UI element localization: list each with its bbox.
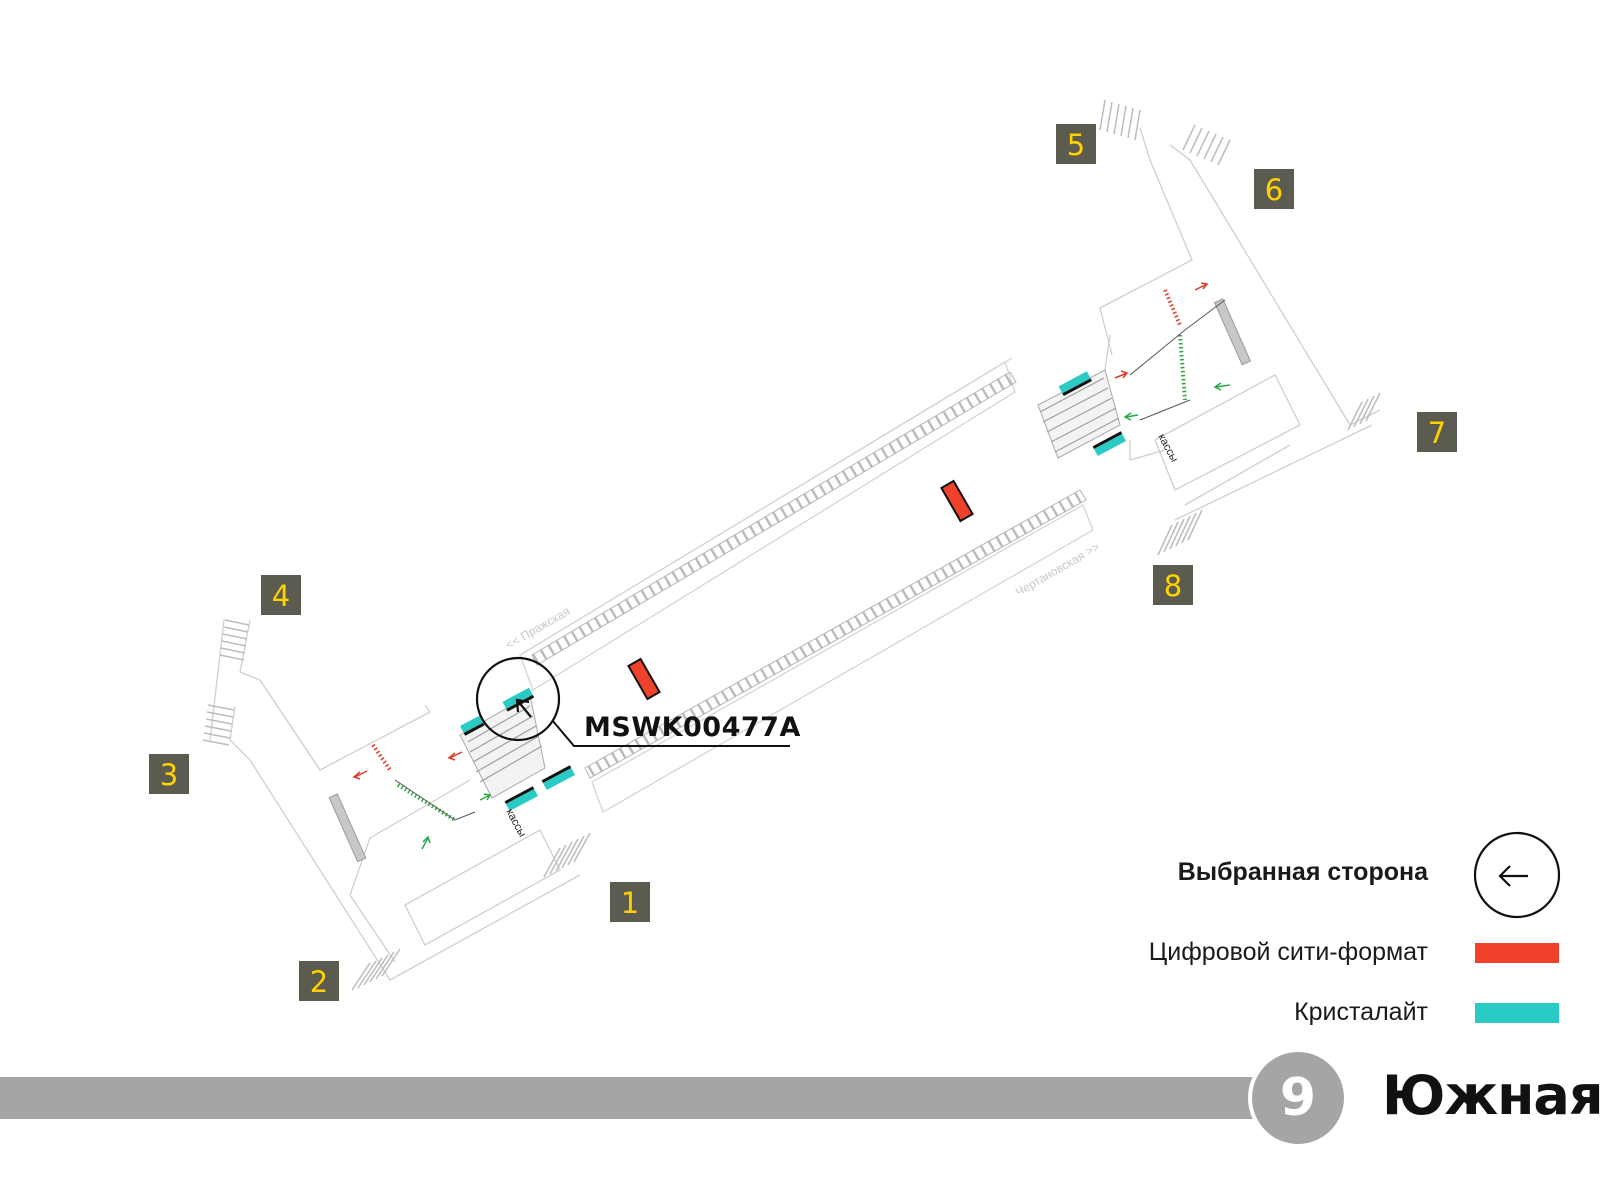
right-vestibule-walls — [1099, 127, 1381, 521]
line-number-circle — [1248, 1048, 1348, 1148]
crystalite-markers — [460, 371, 1127, 812]
exit-badge-8: 8 — [1153, 565, 1193, 605]
selected-location-marker — [475, 656, 790, 747]
metro-line-bar — [0, 1077, 1260, 1119]
exit-badge-3: 3 — [149, 754, 189, 794]
stairs-exit-5-6 — [1099, 99, 1231, 166]
turnstiles-right — [1129, 289, 1226, 421]
platform-hall — [519, 357, 1094, 813]
placement-code: MSWK00477A — [584, 712, 801, 743]
legend-crystalite-label: Кристалайт — [1294, 998, 1428, 1026]
stairs-exit-3-4 — [202, 619, 250, 746]
stairs-exit-1 — [543, 832, 591, 878]
bench-right — [1213, 298, 1252, 366]
digital-city-format-markers — [627, 479, 974, 701]
legend-selected-side-label: Выбранная сторона — [1177, 858, 1428, 886]
exit-badge-6: 6 — [1254, 169, 1294, 209]
stairs-exit-2 — [351, 948, 401, 991]
stairs-exit-7 — [1347, 392, 1381, 431]
line-number: 9 — [1279, 1068, 1317, 1128]
station-name: Южная — [1382, 1064, 1600, 1127]
escalators-right — [1037, 369, 1121, 459]
turnstiles-left — [371, 743, 476, 822]
bench-left — [328, 793, 367, 863]
legend-crystalite-swatch — [1475, 1003, 1559, 1023]
flow-arrows — [352, 282, 1231, 850]
exit-badge-2: 2 — [299, 961, 339, 1001]
exit-badge-1: 1 — [610, 882, 650, 922]
legend-digital-city-format-swatch — [1475, 943, 1559, 963]
legend-selected-side-icon — [1473, 831, 1561, 919]
escalators-left — [459, 694, 546, 799]
track-lower — [584, 489, 1087, 779]
left-vestibule-walls — [209, 619, 581, 981]
exit-badge-7: 7 — [1417, 412, 1457, 452]
legend-digital-city-format-label: Цифровой сити-формат — [1148, 938, 1428, 966]
track-upper — [531, 371, 1017, 666]
stairs-exit-8 — [1157, 509, 1203, 556]
exit-badge-4: 4 — [261, 575, 301, 615]
exit-badge-5: 5 — [1056, 124, 1096, 164]
